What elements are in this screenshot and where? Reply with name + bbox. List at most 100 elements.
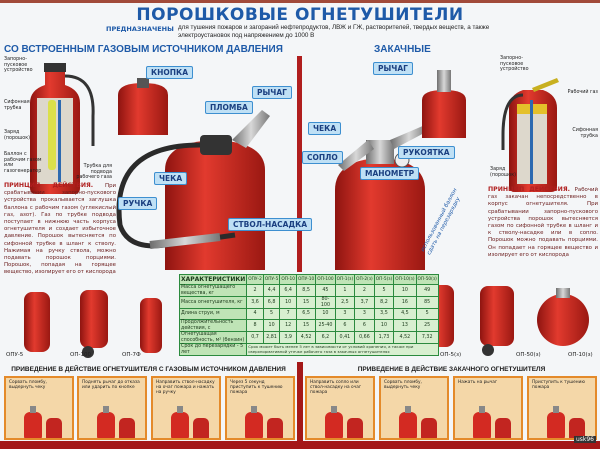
column-header: ОПУ-10 [295,274,317,285]
model-label: ОП-5(з) [440,352,462,358]
column-header: ОП-10(з) [393,274,417,285]
table-cell: 1,73 [373,331,395,344]
step-caption: Сорвать пломбу, выдернуть чеку [9,380,47,390]
table-cell: 2,81 [262,331,281,344]
principle-left-text: При срабатывании запорно-пускового устро… [4,183,116,276]
characteristics-table: ХАРАКТЕРИСТИКИ ОПУ-2 ОПУ-5 ОП-10 ОПУ-10 … [178,274,439,356]
step-caption: Нажать на рычаг [458,380,498,385]
table-cell: 5 [373,284,395,297]
callout-nozzle-right: СОПЛО [302,151,343,164]
step-panel: Направить ствол-насадку на очаг пожара и… [151,376,221,440]
label-cylinder-left: Баллон с рабочим газом или газогенератор [4,152,42,174]
label-siphon-right: Сифонная трубка [572,128,598,139]
column-header: ОП-2(з) [354,274,375,285]
table-cell: 4,52 [295,331,317,344]
callout-button: КНОПКА [146,66,193,79]
step-illustration [547,406,585,438]
callout-pin-left: ЧЕКА [154,172,188,185]
table-cell: 45 [315,284,336,297]
callout-nozzle-left: СТВОЛ-НАСАДКА [228,218,313,231]
step-panel: Приступить к тушению пожара [527,376,597,440]
label-work-gas: Рабочий газ [567,90,598,95]
table-cell: 0,7 [246,331,264,344]
table-cell: 10 [393,284,417,297]
table-cell: 7,32 [415,331,439,344]
principle-right: ПРИНЦИП ДЕЙСТВИЯ. Рабочий газ закачан не… [488,186,598,259]
table-cell: 8,5 [295,284,317,297]
step-panel: Через 5 секунд приступить к тушению пожа… [225,376,295,440]
table-header: ХАРАКТЕРИСТИКИ [178,274,248,285]
table-cell: 4,52 [393,331,417,344]
model-label: ОП-10(з) [568,352,593,358]
table-cell: 2 [246,284,264,297]
table-cell: 5 [262,308,281,320]
bottom-band [0,441,600,449]
table-cell: 80-100 [315,296,336,309]
column-header: ОПУ-5 [262,274,281,285]
principle-left: ПРИНЦИП ДЕЙСТВИЯ. При срабатывании запор… [4,182,116,277]
section-heading-stored-pressure: ЗАКАЧНЫЕ [374,44,431,55]
callout-lever-right: РЫЧАГ [373,62,413,75]
table-cell: 0,66 [354,331,375,344]
step-panel: Направить сопло или ствол-насадку на оча… [305,376,375,440]
column-header: ОП-1(з) [334,274,356,285]
table-cell: 3,7 [354,296,375,309]
cutaway-extinguisher-left [30,63,95,194]
step-panel: Сорвать пломбу, выдернуть чеку [379,376,449,440]
model-label: ОПУ-5 [6,352,24,358]
callout-lever-left: РЫЧАГ [252,86,292,99]
table-cell: 10 [315,308,336,320]
extinguisher-main-left [116,110,270,270]
table-cell: 4,5 [393,308,417,320]
table-row-recharge: Срок до перезарядки - 5 лет Срок может б… [178,343,439,356]
step-illustration [245,406,283,438]
table-cell: 6,5 [295,308,317,320]
principle-right-title: ПРИНЦИП ДЕЙСТВИЯ. [488,186,570,193]
table-cell: 15 [295,296,317,309]
row-label: Масса огнетушащего вещества, кг [178,284,248,297]
row-label: Продолжительность действия, с [178,319,248,332]
column-header: ОП-50(з) [415,274,439,285]
table-cell: 3,5 [373,308,395,320]
label-charge-right: Заряд (порошок) [490,167,517,178]
table-cell: 4,4 [262,284,281,297]
table-cell: 1 [334,284,356,297]
table-cell: 0,41 [334,331,356,344]
table-cell: 25-40 [315,319,336,332]
label-valve-right: Запорно-пусковое устройство [500,56,529,73]
column-header: ОПУ-2 [246,274,264,285]
table-cell: 3 [354,308,375,320]
purpose-label: ПРЕДНАЗНАЧЕНЫ [106,25,174,33]
step-caption: Приступить к тушению пожара [532,380,585,390]
callout-pin-right: ЧЕКА [308,122,342,135]
callout-gauge: МАНОМЕТР [360,167,420,180]
extinguisher-main-right [335,125,428,270]
label-valve-left: Запорно-пусковое устройство [4,57,33,74]
table-cell: 3 [334,308,356,320]
table-cell: 15 [295,319,317,332]
extinguisher-top-small [118,83,168,135]
step-illustration [325,406,363,438]
table-cell: 8 [246,319,264,332]
column-header: ОП-5(з) [373,274,395,285]
model-label: ОП-100 [70,352,91,358]
column-header: ОП-100 [315,274,336,285]
table-cell: 6,4 [279,284,297,297]
column-header: ОП-10 [279,274,297,285]
step-illustration [399,406,437,438]
page-title: ПОРОШКОВЫЕ ОГНЕТУШИТЕЛИ [136,5,464,25]
table-cell: 3,6 [246,296,264,309]
table-cell: 10 [262,319,281,332]
bottom-divider [297,362,303,442]
model-label: ОП-7Ф [122,352,141,358]
step-caption: Направить ствол-насадку на очаг пожара и… [156,380,215,395]
purpose-text: для тушения пожаров и загораний нефтепро… [178,24,490,39]
step-illustration [97,406,135,438]
model-label: ОП-50(з) [516,352,541,358]
table-cell: 6,2 [315,331,336,344]
